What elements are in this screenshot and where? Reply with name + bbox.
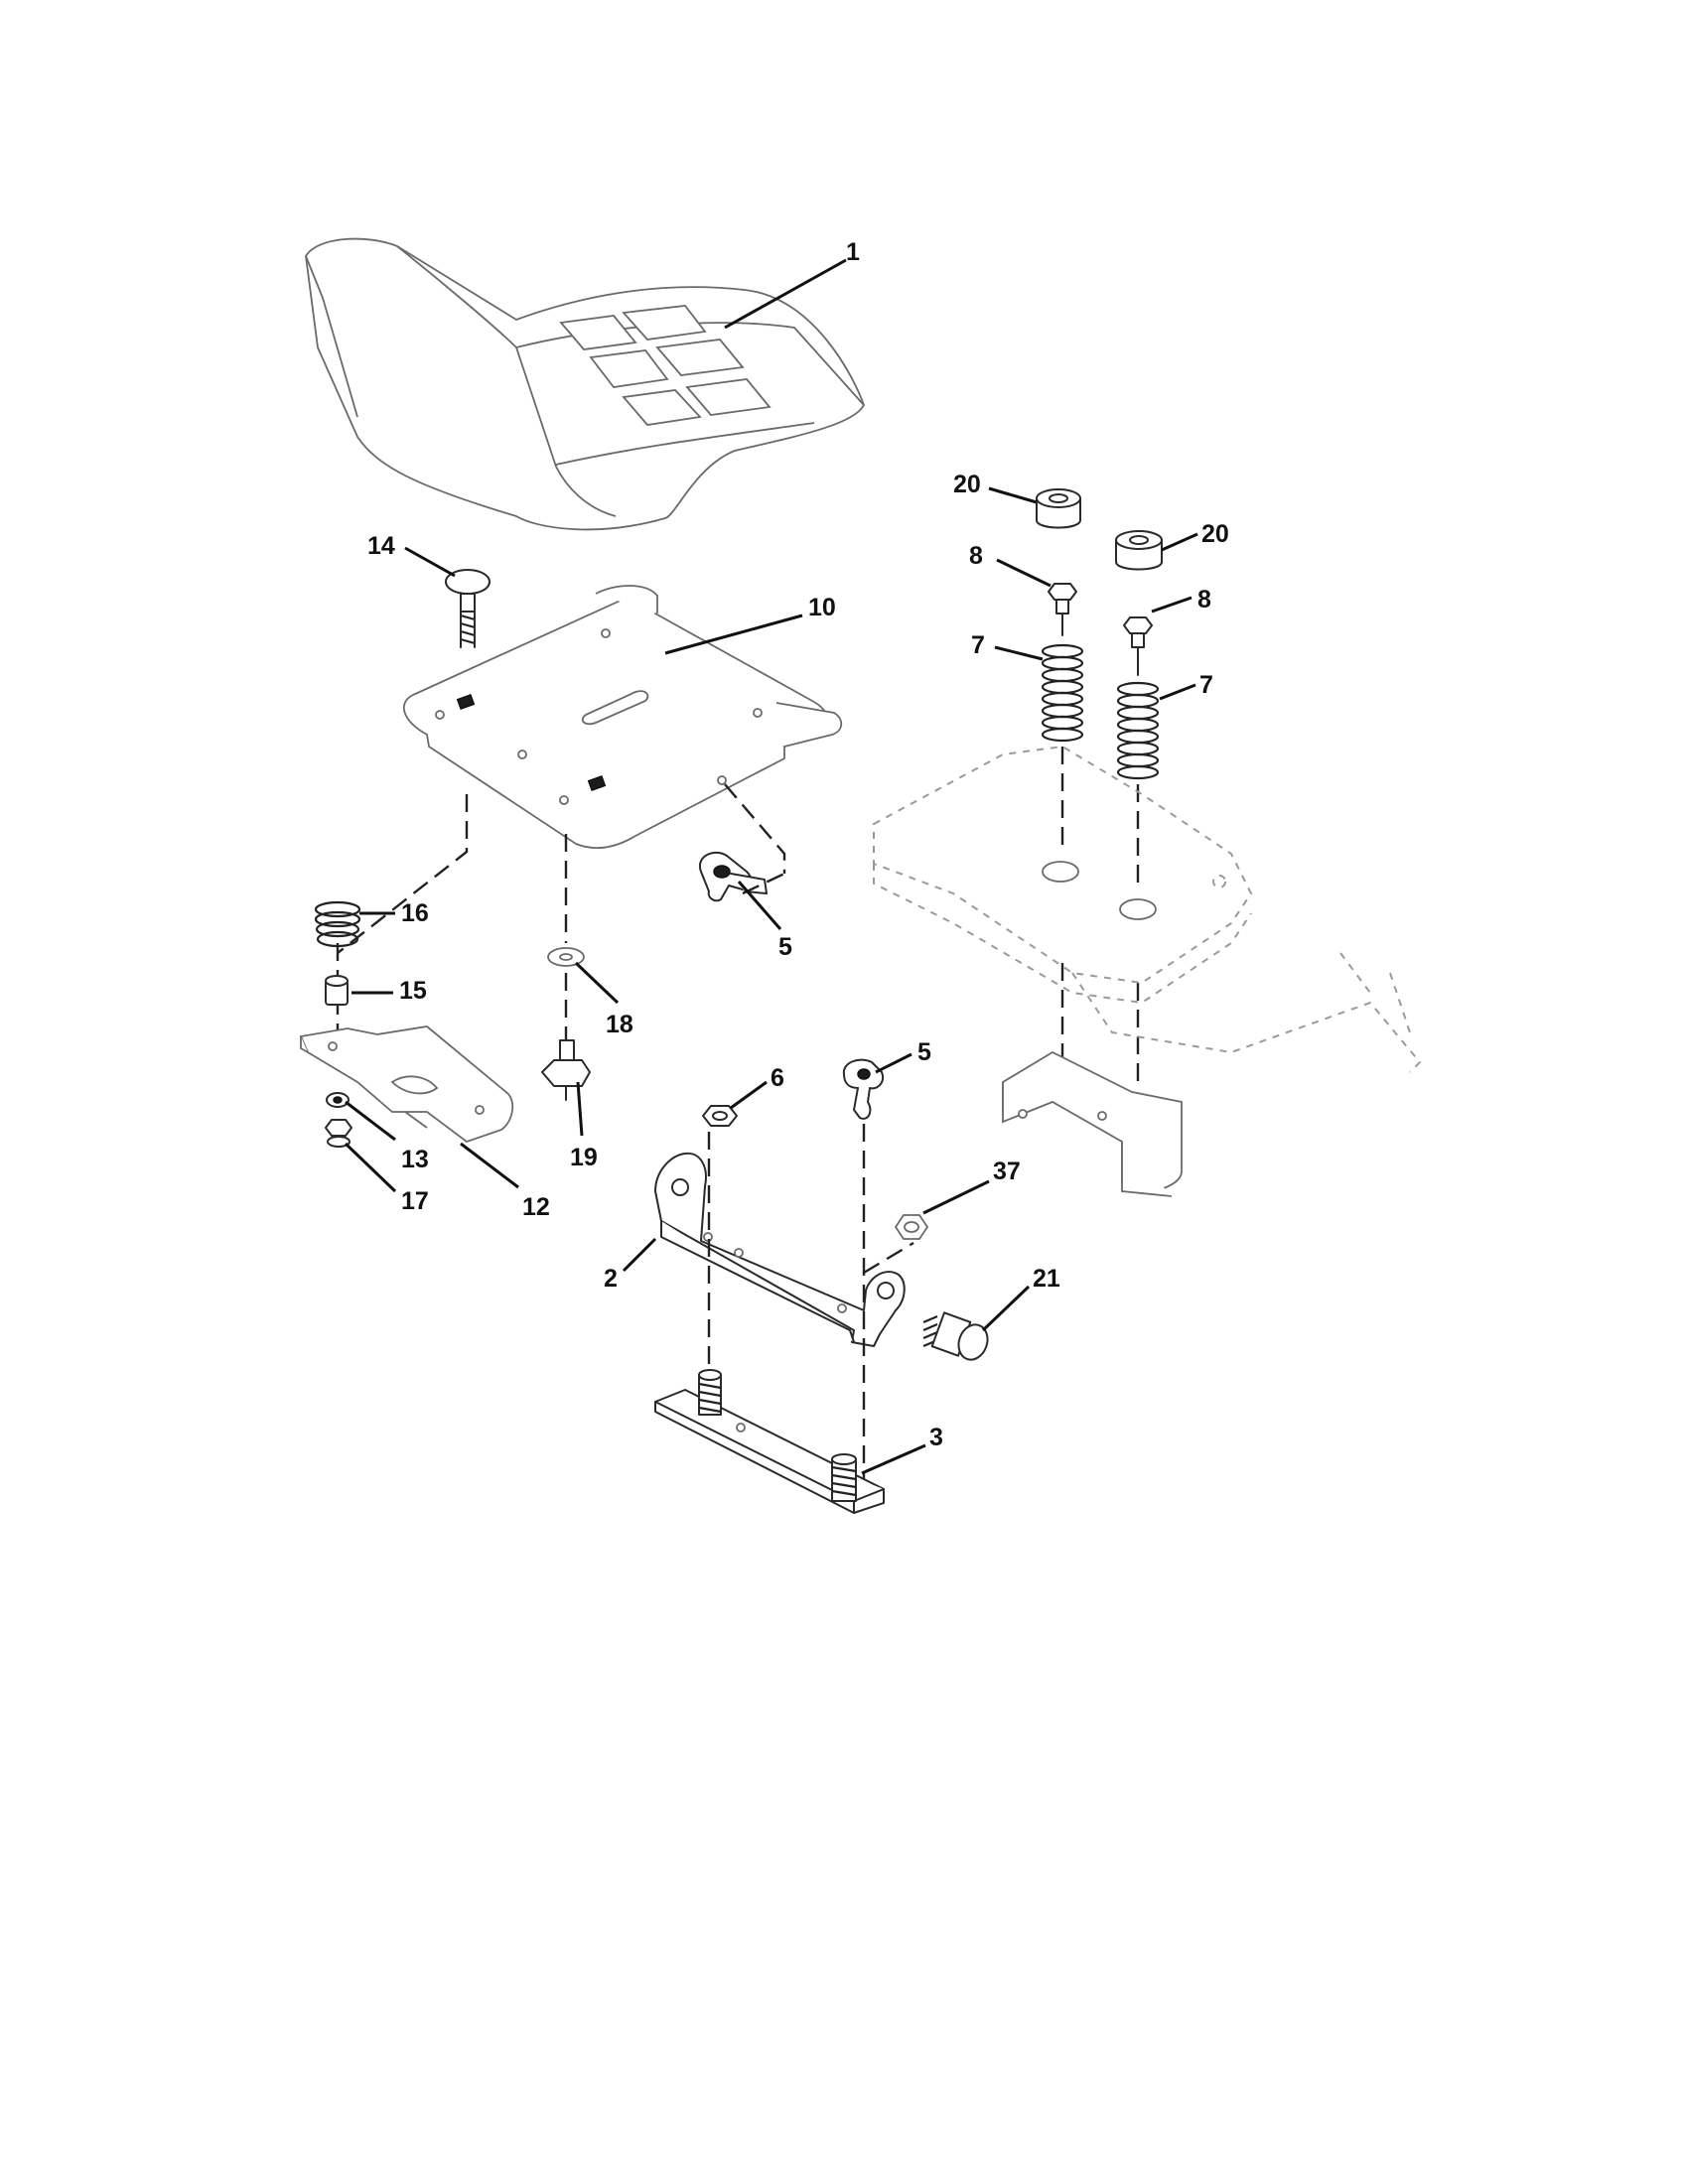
callout-16: 16: [401, 899, 429, 927]
callout-5-lower: 5: [917, 1038, 931, 1066]
screw-8-right: [1123, 616, 1153, 676]
nut-6: [702, 1105, 738, 1127]
leader-lines: [344, 258, 1198, 1475]
bolt-21: [922, 1311, 989, 1361]
callout-18: 18: [606, 1011, 633, 1038]
callout-7-left: 7: [971, 631, 985, 659]
callout-3: 3: [929, 1424, 943, 1451]
callout-14: 14: [367, 532, 395, 560]
spring-16: [314, 900, 361, 948]
seat-pad-grid: [559, 305, 772, 426]
callout-8-right: 8: [1197, 586, 1211, 614]
bumper-20-left: [1036, 488, 1081, 529]
carriage-bolt: [445, 569, 491, 648]
callout-13: 13: [401, 1146, 429, 1173]
plate-3: [654, 1369, 885, 1514]
bracket-12: [299, 1025, 514, 1144]
clip-5-lower: [842, 1058, 884, 1120]
washer-18: [547, 947, 585, 967]
seat: [305, 237, 865, 531]
plate-stud-left: [698, 1369, 722, 1416]
clip-5-upper: [698, 851, 768, 902]
washer-13: [326, 1092, 350, 1108]
spring-7-right: [1116, 681, 1160, 780]
bumper-20-right: [1115, 530, 1163, 571]
callout-7-right: 7: [1199, 671, 1213, 699]
callout-2: 2: [604, 1265, 618, 1293]
pivot-bracket: [654, 1152, 906, 1347]
nut-19: [541, 1039, 591, 1101]
callout-10: 10: [808, 594, 836, 621]
seat-pan: [403, 585, 843, 850]
callout-6: 6: [771, 1064, 784, 1092]
plate-stud-right: [831, 1453, 857, 1502]
callout-1: 1: [846, 238, 860, 266]
spring-7-left: [1041, 643, 1084, 743]
callout-20-right: 20: [1201, 520, 1229, 548]
callout-15: 15: [399, 977, 427, 1005]
callout-17: 17: [401, 1187, 429, 1215]
callout-12: 12: [522, 1193, 550, 1221]
nut-37: [894, 1214, 929, 1240]
callout-8-left: 8: [969, 542, 983, 570]
screw-8-left: [1048, 583, 1077, 636]
callout-37: 37: [993, 1158, 1021, 1185]
callout-5-upper: 5: [778, 933, 792, 961]
callout-19: 19: [570, 1144, 598, 1171]
nut-17: [325, 1119, 352, 1148]
spacer-15: [325, 975, 349, 1006]
callout-21: 21: [1033, 1265, 1060, 1293]
callout-20-left: 20: [953, 471, 981, 498]
tractor-frame-reference: [873, 745, 1422, 1197]
